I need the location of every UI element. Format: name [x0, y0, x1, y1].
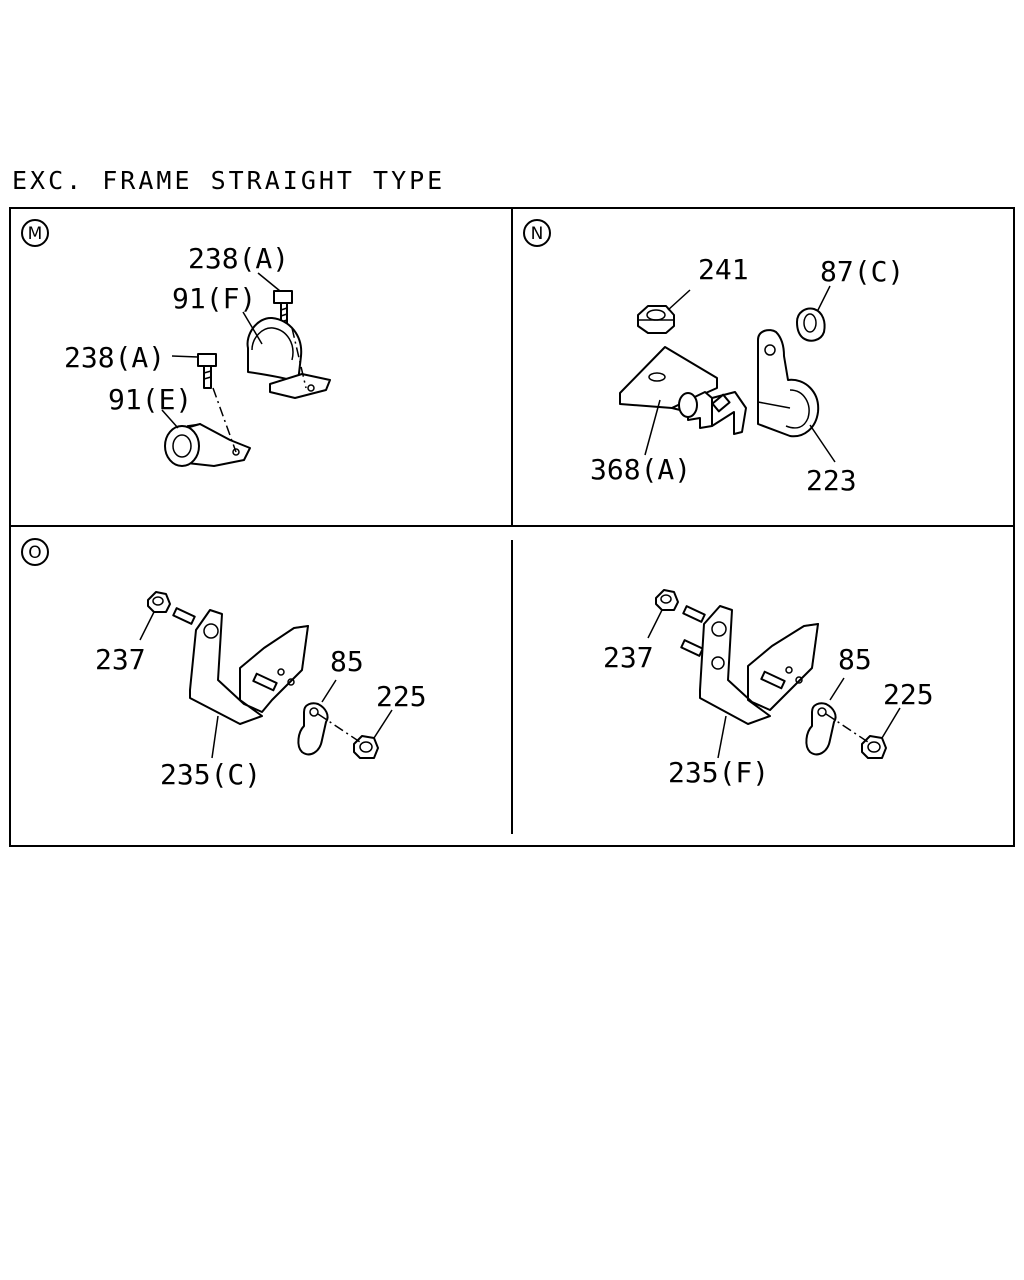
section-marker-m: [21, 219, 49, 247]
label-237-o: 237: [95, 643, 146, 676]
leader-237-o: [139, 611, 155, 641]
clip-91e: [164, 423, 251, 467]
nut-225-p: [861, 735, 887, 759]
section-letter-o: O: [28, 543, 41, 563]
leader-225-p: [881, 707, 901, 739]
leader-237-p: [647, 609, 663, 639]
leader-241: [667, 289, 691, 311]
panel-o: O: [21, 538, 427, 791]
leader-235f: [717, 715, 727, 759]
label-91f: 91(F): [172, 282, 256, 315]
clip-91f: [246, 316, 331, 399]
section-marker-o: [21, 538, 49, 566]
label-223: 223: [806, 464, 857, 497]
label-238a-upper: 238(A): [188, 242, 289, 275]
label-235c: 235(C): [160, 758, 261, 791]
leader-235c: [211, 715, 219, 759]
nut-237-p: [655, 589, 679, 611]
bracket-235f: [699, 605, 819, 725]
leader-87c: [817, 285, 831, 311]
label-241: 241: [698, 253, 749, 286]
bracket-368a: [619, 346, 747, 435]
nut-225: [353, 735, 379, 759]
leader-368a: [644, 399, 661, 456]
assembly-line-lower: [212, 387, 237, 453]
leader-91e: [161, 409, 179, 429]
diagram-title: EXC. FRAME STRAIGHT TYPE: [12, 166, 446, 195]
label-91e: 91(E): [108, 383, 192, 416]
label-237-p: 237: [603, 641, 654, 674]
section-marker-n: [523, 219, 551, 247]
bracket-235c: [189, 609, 309, 725]
leader-85-p: [829, 677, 845, 701]
leader-91f: [242, 311, 263, 345]
stud-237: [172, 607, 196, 625]
label-85-p: 85: [838, 643, 872, 676]
section-letter-n: N: [531, 224, 544, 244]
nut-241: [637, 305, 675, 334]
panel-p: 237 85 225 235(F): [603, 589, 934, 789]
label-225-o: 225: [376, 680, 427, 713]
label-235f: 235(F): [668, 756, 769, 789]
section-letter-m: M: [28, 224, 43, 244]
leader-225-o: [373, 709, 393, 739]
leader-238a-lower: [171, 355, 199, 358]
label-368a: 368(A): [590, 453, 691, 486]
assembly-line-p: [825, 713, 869, 743]
label-87c: 87(C): [820, 255, 904, 288]
nut-87c: [796, 307, 826, 342]
clip-85: [297, 702, 329, 756]
assembly-line-o: [317, 713, 361, 743]
clip-85-p: [805, 702, 837, 756]
leader-223: [809, 424, 836, 463]
nut-237: [147, 591, 171, 613]
label-238a-lower: 238(A): [64, 341, 165, 374]
bolt-238a-upper: [273, 290, 293, 329]
bolt-238a-lower: [197, 353, 217, 389]
clip-223: [757, 329, 820, 438]
leader-238a-upper: [257, 272, 281, 292]
studs-237-p: [680, 605, 706, 657]
label-85-o: 85: [330, 645, 364, 678]
panel-m: M: [21, 219, 331, 467]
panel-n: N: [523, 219, 904, 497]
leader-85-o: [321, 679, 337, 703]
label-225-p: 225: [883, 678, 934, 711]
